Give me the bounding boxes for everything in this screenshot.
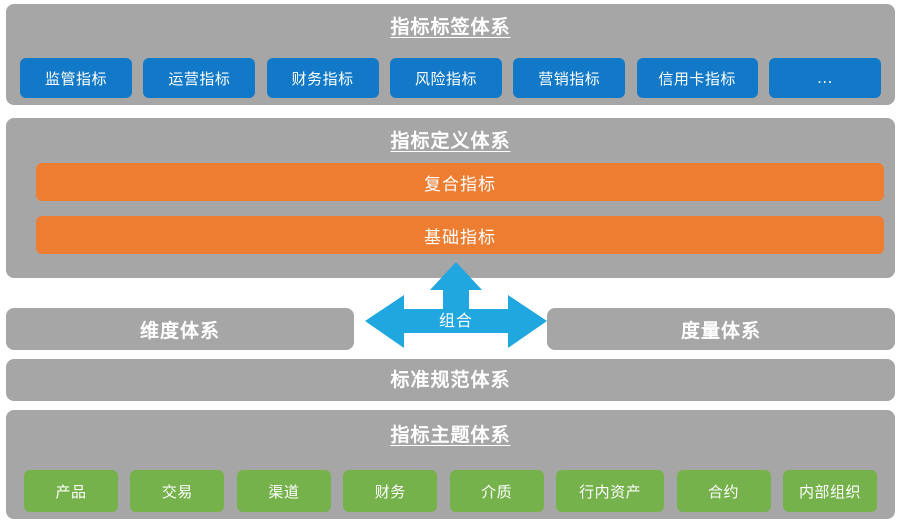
subject-chip-transaction[interactable]: 交易 [130, 470, 225, 512]
tag-chip-label: 信用卡指标 [658, 69, 736, 88]
subject-chip-internal-org[interactable]: 内部组织 [782, 470, 877, 512]
subject-chip-label: 内部组织 [798, 482, 861, 501]
tag-chip-label: 风险指标 [414, 69, 477, 88]
panel-standard-system: 标准规范体系 [6, 359, 895, 401]
tag-chip-label: 监管指标 [44, 69, 107, 88]
subject-chip-product[interactable]: 产品 [24, 470, 118, 512]
tag-chip-label: 运营指标 [168, 69, 231, 88]
tag-chip-more[interactable]: ... [768, 58, 881, 98]
tag-chip-caiwu[interactable]: 财务指标 [266, 58, 379, 98]
subject-chip-medium[interactable]: 介质 [449, 470, 544, 512]
subject-chip-label: 行内资产 [579, 482, 642, 501]
subject-chip-label: 渠道 [268, 482, 300, 501]
panel-title-definition-system: 指标定义体系 [390, 130, 511, 152]
tag-chip-yingxiao[interactable]: 营销指标 [513, 58, 626, 98]
subject-chip-channel[interactable]: 渠道 [236, 470, 331, 512]
metric-bar-label: 基础指标 [424, 227, 496, 248]
subject-chip-label: 产品 [55, 482, 87, 501]
combination-arrow-group: 组合 [365, 262, 547, 354]
tag-chip-xinyongka[interactable]: 信用卡指标 [636, 58, 758, 98]
tag-chip-yunying[interactable]: 运营指标 [143, 58, 256, 98]
dimension-system-label: 维度体系 [139, 319, 220, 342]
subject-chip-finance[interactable]: 财务 [343, 470, 438, 512]
tag-chip-label: ... [817, 69, 833, 87]
panel-title-subject-system: 指标主题体系 [390, 424, 511, 446]
subject-chip-internal-asset[interactable]: 行内资产 [556, 470, 665, 512]
subject-chip-label: 交易 [161, 482, 193, 501]
metric-bar-label: 复合指标 [424, 174, 496, 195]
subject-chip-label: 介质 [481, 482, 513, 501]
metric-bar-basic[interactable]: 基础指标 [36, 216, 884, 254]
dimension-system-box[interactable]: 维度体系 [6, 308, 354, 350]
tag-chip-row: 监管指标 运营指标 财务指标 风险指标 营销指标 信用卡指标 ... [20, 58, 881, 98]
measure-system-label: 度量体系 [680, 319, 761, 342]
three-way-arrow-icon [365, 262, 547, 348]
subject-chip-label: 合约 [708, 482, 740, 501]
tag-chip-fengxian[interactable]: 风险指标 [389, 58, 502, 98]
subject-chip-contract[interactable]: 合约 [676, 470, 771, 512]
subject-chip-label: 财务 [374, 482, 406, 501]
metric-bar-composite[interactable]: 复合指标 [36, 163, 884, 201]
panel-title-standard-system: 标准规范体系 [390, 369, 511, 391]
subject-chip-row: 产品 交易 渠道 财务 介质 行内资产 合约 内部组织 [24, 470, 877, 512]
tag-chip-label: 财务指标 [291, 69, 354, 88]
panel-title-tag-system: 指标标签体系 [390, 16, 511, 38]
tag-chip-label: 营销指标 [538, 69, 601, 88]
tag-chip-jianguan[interactable]: 监管指标 [20, 58, 132, 98]
measure-system-box[interactable]: 度量体系 [547, 308, 895, 350]
